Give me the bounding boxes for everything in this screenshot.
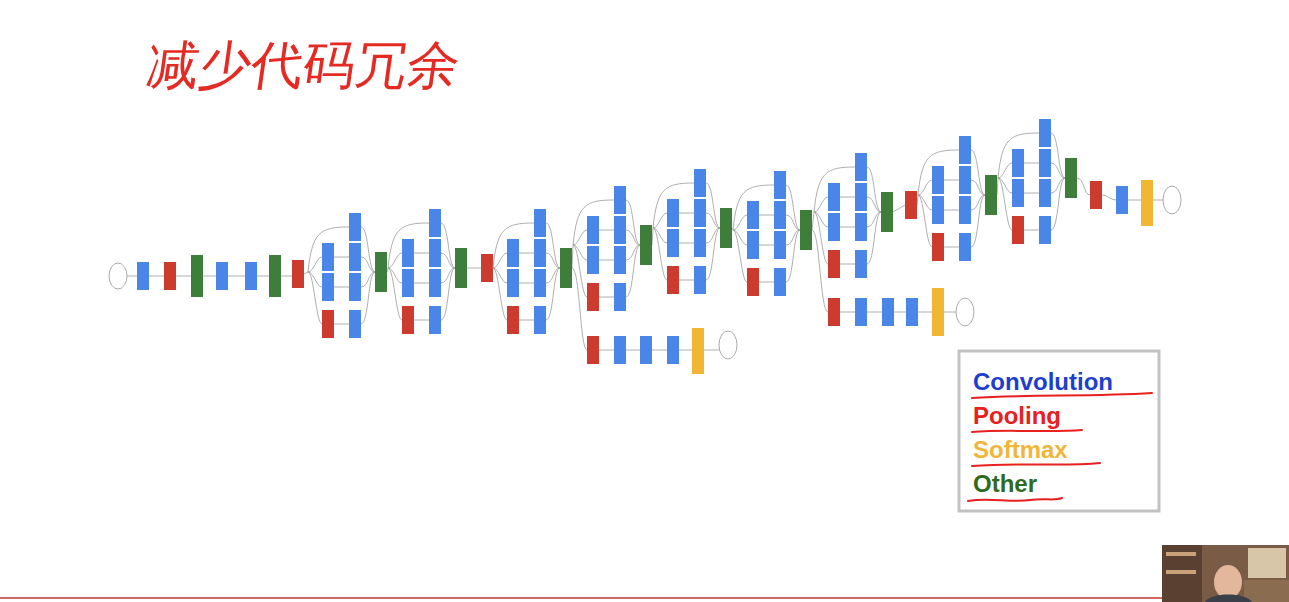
legend-label: Softmax [973,436,1068,463]
legend-entry: Other [973,470,1037,498]
legend-entry: Softmax [973,436,1068,464]
legend-label: Pooling [973,402,1061,429]
legend-entry: Pooling [973,402,1061,430]
legend-entry: Convolution [973,368,1113,396]
legend-label: Other [973,470,1037,497]
handwritten-title: 减少代码冗余 [144,34,465,96]
legend-label: Convolution [973,368,1113,395]
